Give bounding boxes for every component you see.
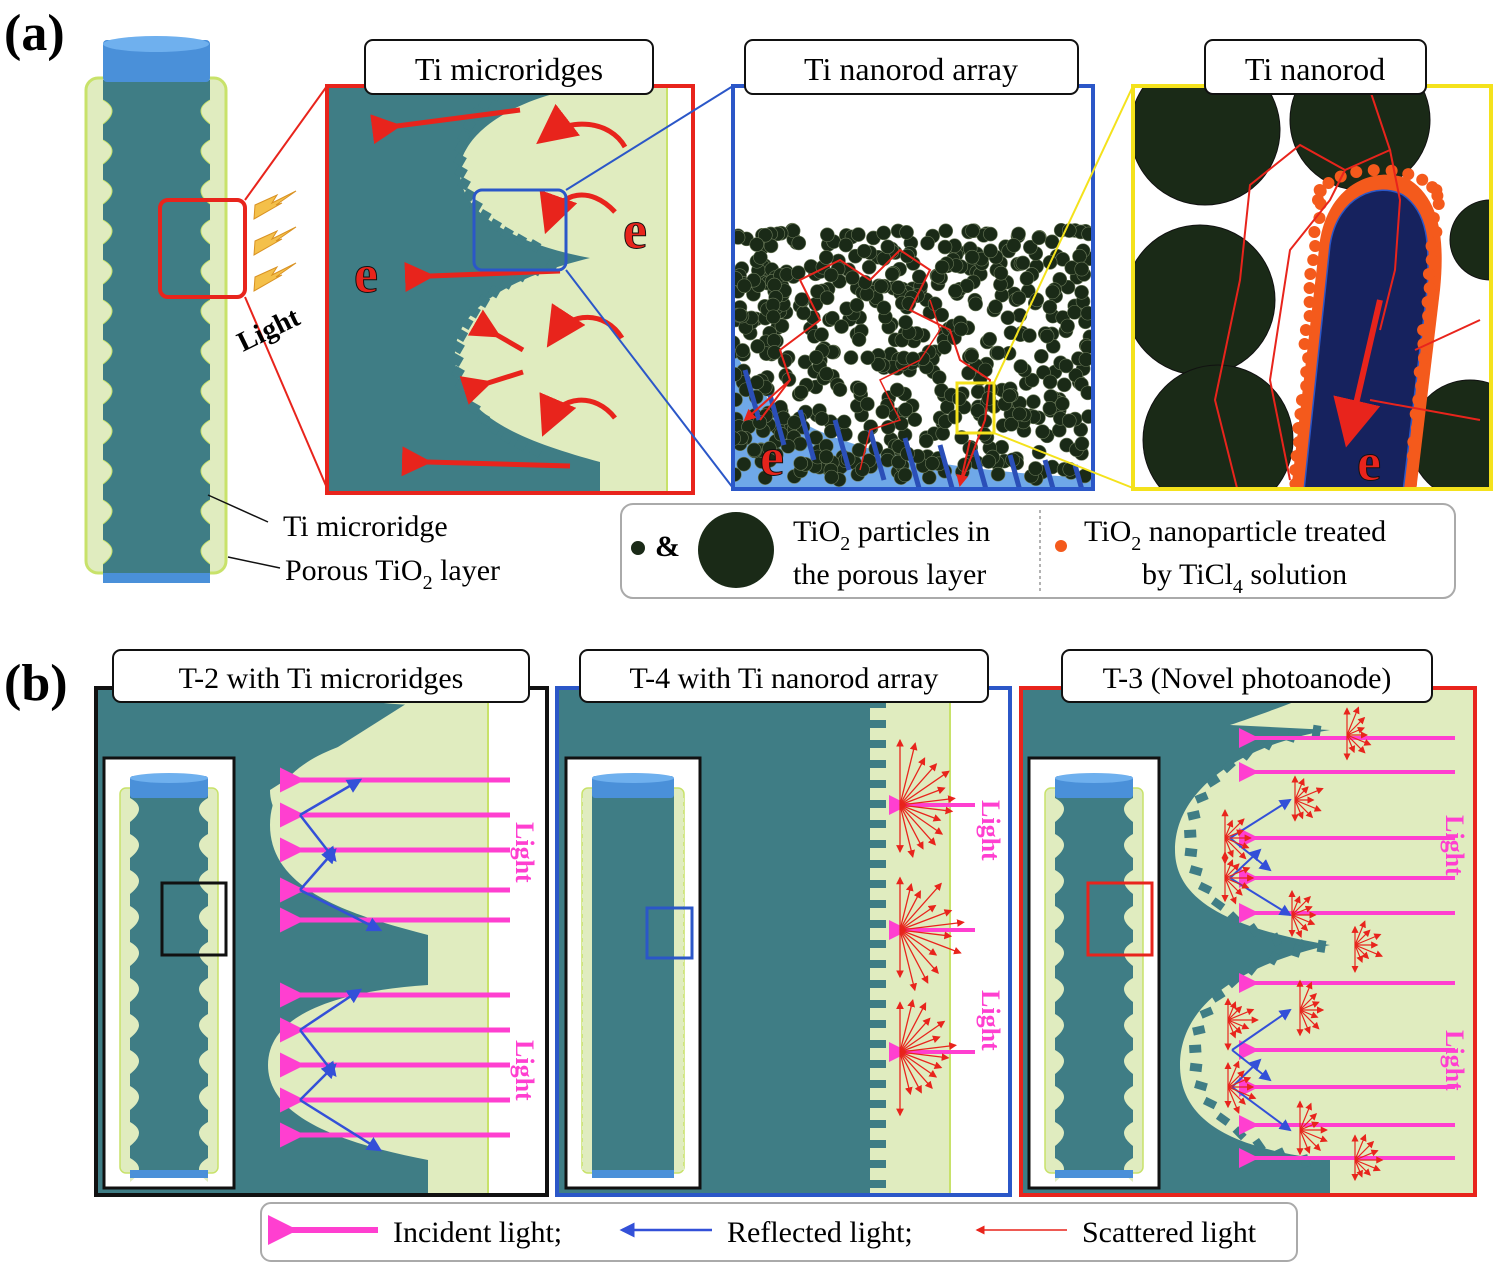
- orange-nanoparticle-icon: [1055, 540, 1067, 552]
- electron-label-a1: e: [354, 244, 378, 304]
- large-particle-icon: [698, 512, 774, 588]
- small-particle-icon: [631, 541, 645, 555]
- electron-label-a3: e: [760, 427, 784, 487]
- microridge-box: [325, 62, 695, 495]
- callout-porous-layer: Porous TiO2 layer: [285, 554, 500, 594]
- title-ti-nanorod: Ti nanorod: [1245, 51, 1385, 87]
- light-label-b3-bottom: Light: [1440, 1030, 1469, 1091]
- panel-a-label: (a): [4, 5, 65, 62]
- light-label-b3-top: Light: [1440, 815, 1469, 876]
- legend-particles-line2: the porous layer: [793, 558, 986, 591]
- tube-electrode: [84, 36, 228, 583]
- light-label-b1-bottom: Light: [510, 1040, 539, 1101]
- title-ti-nanorod-array: Ti nanorod array: [804, 51, 1018, 87]
- title-t3: T-3 (Novel photoanode): [1103, 662, 1392, 695]
- legend-b: Incident light; Reflected light; Scatter…: [260, 1202, 1298, 1262]
- legend-nanoparticle-line2: by TiCl4 solution: [1142, 558, 1347, 598]
- callout-ti-microridge: Ti microridge: [283, 510, 448, 543]
- title-t4: T-4 with Ti nanorod array: [630, 662, 939, 695]
- legend-a: & TiO2 particles in the porous layer TiO…: [620, 503, 1456, 599]
- microridge-electron-arrows: [370, 103, 628, 477]
- light-label-b2-bottom: Light: [976, 990, 1005, 1051]
- electron-label-a2: e: [623, 200, 647, 260]
- light-bolt-icons: [253, 190, 297, 292]
- light-label-b1-top: Light: [510, 822, 539, 883]
- light-label-a: Light: [232, 301, 305, 358]
- legend-incident: Incident light;: [393, 1216, 562, 1249]
- tube-zoom-box: [158, 198, 247, 299]
- legend-ampersand: &: [655, 530, 680, 563]
- legend-nanoparticle-line1: TiO2 nanoparticle treated: [1084, 515, 1386, 555]
- light-label-b2-top: Light: [976, 800, 1005, 861]
- electron-label-a4: e: [1357, 432, 1381, 492]
- panel-b-label: (b): [4, 655, 68, 712]
- nanorod-array-box: [731, 84, 1095, 491]
- title-ti-microridges: Ti microridges: [415, 51, 603, 87]
- legend-particles-line1: TiO2 particles in: [793, 515, 990, 555]
- legend-reflected: Reflected light;: [727, 1216, 913, 1249]
- title-t2: T-2 with Ti microridges: [179, 662, 464, 695]
- legend-scattered: Scattered light: [1082, 1216, 1257, 1249]
- single-nanorod-box: [1131, 84, 1493, 491]
